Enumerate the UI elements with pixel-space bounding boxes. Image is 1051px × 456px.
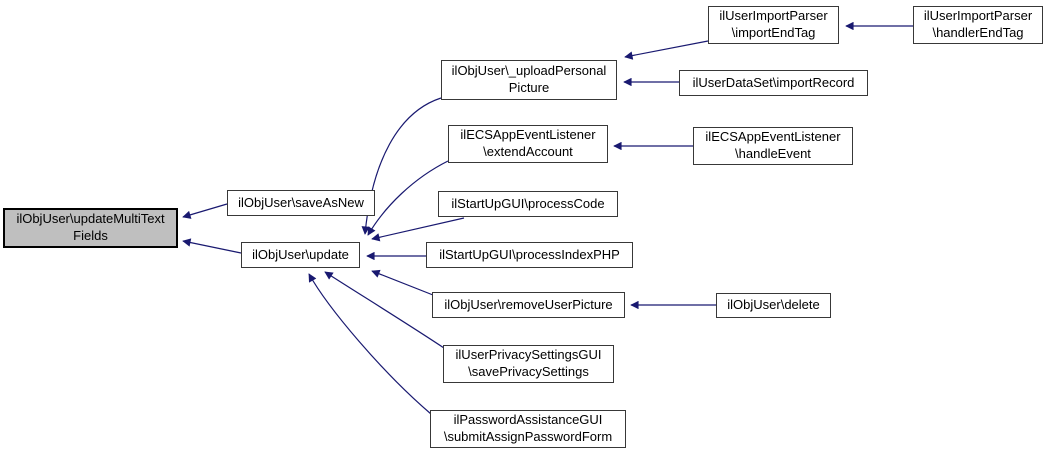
node-ilobjuser-uploadpersonalpicture[interactable]: ilObjUser\_uploadPersonal Picture [441, 60, 617, 100]
edge-processCode-update [371, 217, 465, 242]
node-iluserimportparser-handlerendtag[interactable]: ilUserImportParser \handlerEndTag [913, 6, 1043, 44]
node-ilobjuser-updatemultitextfields: ilObjUser\updateMultiText Fields [3, 208, 178, 248]
node-ilecsappeventlistener-extendaccount[interactable]: ilECSAppEventListener \extendAccount [448, 125, 608, 163]
edge-savePrivacySettings-update [324, 271, 445, 349]
node-iluserimportparser-importendtag[interactable]: ilUserImportParser \importEndTag [708, 6, 839, 44]
node-ilobjuser-saveasnew[interactable]: ilObjUser\saveAsNew [227, 190, 375, 216]
edge-submitAssignPasswordForm-update [308, 273, 432, 415]
edge-saveAsNew-updateMultiTextFields [182, 203, 228, 219]
node-ilobjuser-removeuserpicture[interactable]: ilObjUser\removeUserPicture [432, 292, 625, 318]
node-ilstartupgui-processindexphp[interactable]: ilStartUpGUI\processIndexPHP [426, 242, 633, 268]
node-ilobjuser-update[interactable]: ilObjUser\update [241, 242, 360, 268]
node-ilstartupgui-processcode[interactable]: ilStartUpGUI\processCode [438, 191, 618, 217]
edge-uploadPersonalPicture-update [361, 97, 442, 235]
node-ilpasswordassistancegui-submitassignpasswordform[interactable]: ilPasswordAssistanceGUI \submitAssignPas… [430, 410, 626, 448]
edge-extendAccount-update [367, 160, 449, 236]
node-iluserdataset-importrecord[interactable]: ilUserDataSet\importRecord [679, 70, 868, 96]
node-iluserprivacysettingsgui-saveprivacysettings[interactable]: ilUserPrivacySettingsGUI \savePrivacySet… [443, 345, 614, 383]
edge-removeUserPicture-update [371, 269, 434, 296]
edge-importEndTag-uploadPersonalPicture [624, 40, 709, 60]
edge-update-updateMultiTextFields [182, 238, 242, 254]
node-ilecsappeventlistener-handleevent[interactable]: ilECSAppEventListener \handleEvent [693, 127, 853, 165]
node-ilobjuser-delete[interactable]: ilObjUser\delete [716, 293, 831, 318]
